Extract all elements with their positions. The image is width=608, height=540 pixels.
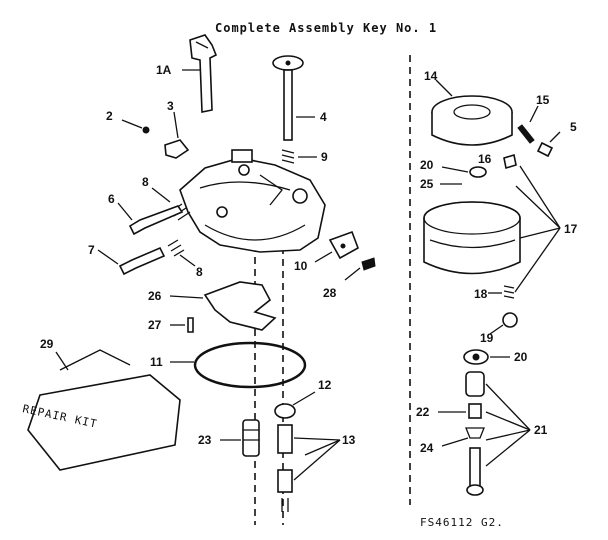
label-4: 4 <box>320 110 327 124</box>
label-12: 12 <box>318 378 332 392</box>
carburetor-body <box>179 149 326 253</box>
part-9-spring <box>281 149 317 164</box>
part-20-washer-lower <box>463 349 510 365</box>
label-8-upper: 8 <box>142 175 149 189</box>
part-7-needle <box>97 246 166 276</box>
part-23-fitting <box>220 419 260 457</box>
part-1a-throttle-shaft <box>182 34 218 113</box>
part-18-spring <box>488 285 515 299</box>
label-6: 6 <box>108 192 115 206</box>
label-28: 28 <box>323 286 337 300</box>
label-7: 7 <box>88 243 95 257</box>
part-8-spring-lower <box>167 239 196 267</box>
label-19: 19 <box>480 331 494 345</box>
part-29-repair-kit: REPAIR KIT <box>21 349 181 471</box>
part-14-bowl <box>431 79 513 146</box>
label-29: 29 <box>40 337 54 351</box>
part-19-ring <box>489 312 518 335</box>
part-4-choke-shaft <box>272 55 315 141</box>
part-16-small <box>503 153 517 170</box>
label-11: 11 <box>150 355 163 369</box>
label-8-lower: 8 <box>196 265 203 279</box>
label-27: 27 <box>148 318 162 332</box>
label-23: 23 <box>198 433 212 447</box>
part-15-clip <box>517 105 539 144</box>
label-3: 3 <box>167 99 174 113</box>
label-5: 5 <box>570 120 577 134</box>
label-22: 22 <box>416 405 430 419</box>
label-16: 16 <box>478 152 492 166</box>
label-1a: 1A <box>156 63 172 77</box>
label-2: 2 <box>106 109 113 123</box>
label-15: 15 <box>536 93 550 107</box>
part-11-gasket <box>170 341 307 389</box>
part-24-leader <box>441 437 469 447</box>
part-10-bracket <box>314 230 359 263</box>
label-14: 14 <box>424 69 438 83</box>
label-18: 18 <box>474 287 488 301</box>
diagram-title: Complete Assembly Key No. 1 <box>215 21 437 35</box>
part-5-screw <box>536 131 561 158</box>
part-2-screw <box>121 119 150 134</box>
part-21-stack <box>465 371 531 496</box>
label-20-upper: 20 <box>420 158 434 172</box>
part-3-clip <box>164 111 190 159</box>
label-9: 9 <box>321 150 328 164</box>
part-26-float <box>169 281 277 331</box>
part-13-jets <box>277 424 341 512</box>
part-27-pin <box>170 317 194 333</box>
label-26: 26 <box>148 289 162 303</box>
drawing-code: FS46112 G2. <box>420 516 504 529</box>
part-20-washer-upper <box>441 166 487 178</box>
part-17-housing <box>423 165 561 293</box>
part-6-needle <box>117 202 184 236</box>
label-13: 13 <box>342 433 356 447</box>
label-24: 24 <box>420 441 434 455</box>
label-25: 25 <box>420 177 434 191</box>
label-10: 10 <box>294 259 308 273</box>
label-21: 21 <box>534 423 548 437</box>
label-20-lower: 20 <box>514 350 528 364</box>
part-12-washer <box>274 391 316 419</box>
label-17: 17 <box>564 222 578 236</box>
part-28-screw <box>344 257 376 281</box>
